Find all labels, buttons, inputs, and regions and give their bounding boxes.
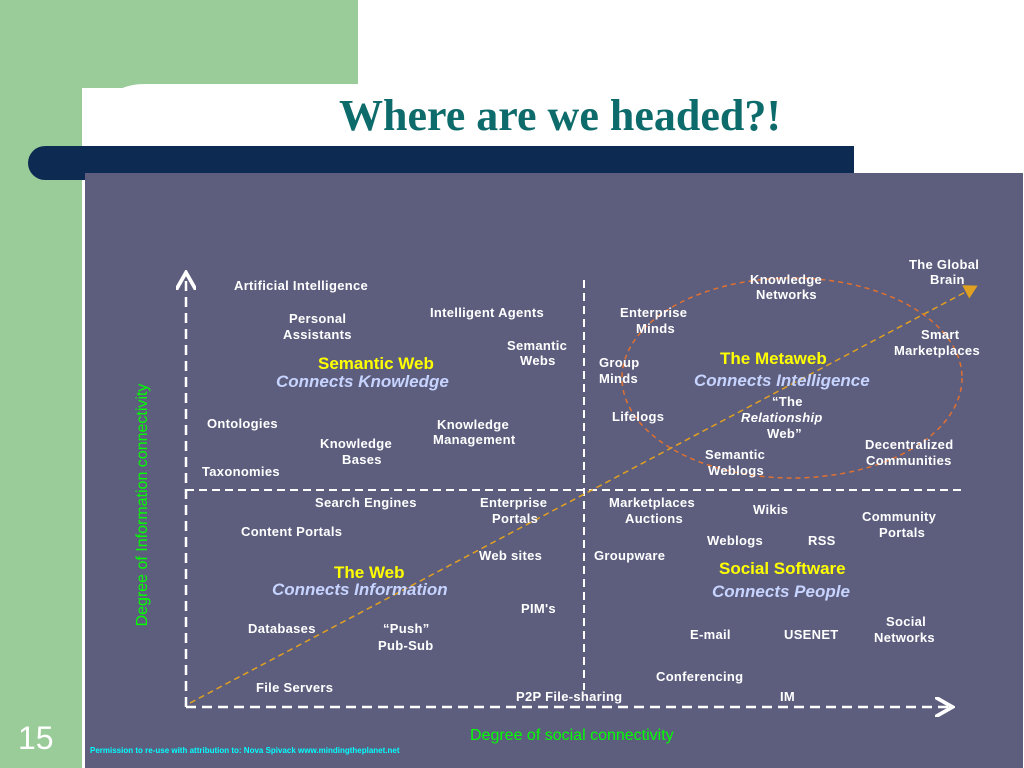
label-enterprise-2: Enterprise xyxy=(480,495,548,510)
label-wikis: Wikis xyxy=(753,502,789,517)
label-marketplaces-2: Marketplaces xyxy=(609,495,695,510)
label-groupware: Groupware xyxy=(594,548,666,563)
label-im: IM xyxy=(780,689,796,704)
label-networks: Networks xyxy=(756,287,817,302)
metaweb-subtitle: Connects Intelligence xyxy=(694,371,870,390)
label-artificial-intelligence: Artificial Intelligence xyxy=(234,278,369,293)
label-the-quote: “The xyxy=(772,394,803,409)
label-brain: Brain xyxy=(930,272,965,287)
semantic-web-title: Semantic Web xyxy=(318,354,434,373)
label-webs: Webs xyxy=(520,353,556,368)
attribution-credit: Permission to re-use with attribution to… xyxy=(90,746,400,755)
metaweb-title: The Metaweb xyxy=(720,349,827,368)
web-title: The Web xyxy=(334,563,405,582)
label-p2p-file-sharing: P2P File-sharing xyxy=(516,689,623,704)
label-assistants: Assistants xyxy=(283,327,352,342)
social-software-title: Social Software xyxy=(719,559,846,578)
label-taxonomies: Taxonomies xyxy=(202,464,280,479)
label-group: Group xyxy=(599,355,640,370)
label-decentralized: Decentralized xyxy=(865,437,954,452)
label-personal: Personal xyxy=(289,311,347,326)
label-ontologies: Ontologies xyxy=(207,416,278,431)
label-lifelogs: Lifelogs xyxy=(612,409,665,424)
social-software-subtitle: Connects People xyxy=(712,582,850,601)
metaweb-ellipse xyxy=(621,277,963,479)
label-web-quote: Web” xyxy=(767,426,802,441)
label-semantic-2: Semantic xyxy=(705,447,766,462)
diagram-panel xyxy=(85,173,1023,768)
label-bases: Bases xyxy=(342,452,382,467)
label-auctions: Auctions xyxy=(625,511,684,526)
y-axis-label: Degree of Information connectivity xyxy=(134,383,151,627)
label-relationship: Relationship xyxy=(741,410,823,425)
label-portals: Portals xyxy=(492,511,539,526)
left-accent-bar xyxy=(0,0,82,768)
page-number: 15 xyxy=(18,720,54,756)
label-management: Management xyxy=(433,432,516,447)
label-knowledge-2: Knowledge xyxy=(437,417,510,432)
web-subtitle: Connects Information xyxy=(272,580,448,599)
label-weblogs: Weblogs xyxy=(708,463,765,478)
label-pub-sub: Pub-Sub xyxy=(378,638,434,653)
trend-arrow xyxy=(189,285,978,704)
label-knowledge-3: Knowledge xyxy=(750,272,823,287)
label-web-sites: Web sites xyxy=(479,548,543,563)
label-networks-2: Networks xyxy=(874,630,935,645)
label-file-servers: File Servers xyxy=(256,680,334,695)
x-axis-label: Degree of social connectivity xyxy=(470,727,674,744)
label-weblogs-2: Weblogs xyxy=(707,533,764,548)
label-enterprise: Enterprise xyxy=(620,305,688,320)
label-minds-2: Minds xyxy=(599,371,639,386)
slide-title: Where are we headed?! xyxy=(339,91,781,140)
label-search-engines: Search Engines xyxy=(315,495,417,510)
label-social: Social xyxy=(886,614,927,629)
label-push: “Push” xyxy=(383,621,430,636)
label-intelligent-agents: Intelligent Agents xyxy=(430,305,544,320)
label-usenet: USENET xyxy=(784,627,839,642)
label-knowledge: Knowledge xyxy=(320,436,393,451)
label-conferencing: Conferencing xyxy=(656,669,744,684)
label-email: E-mail xyxy=(690,627,731,642)
semantic-web-subtitle: Connects Knowledge xyxy=(276,372,449,391)
label-pims: PIM's xyxy=(521,601,556,616)
label-minds: Minds xyxy=(636,321,676,336)
label-smart: Smart xyxy=(921,327,960,342)
label-portals-2: Portals xyxy=(879,525,926,540)
label-the-global: The Global xyxy=(909,257,980,272)
label-marketplaces: Marketplaces xyxy=(894,343,980,358)
label-semantic: Semantic xyxy=(507,338,568,353)
label-databases: Databases xyxy=(248,621,316,636)
label-content-portals: Content Portals xyxy=(241,524,343,539)
label-community: Community xyxy=(862,509,937,524)
top-accent-block xyxy=(0,0,358,88)
label-rss: RSS xyxy=(808,533,836,548)
label-communities: Communities xyxy=(866,453,952,468)
